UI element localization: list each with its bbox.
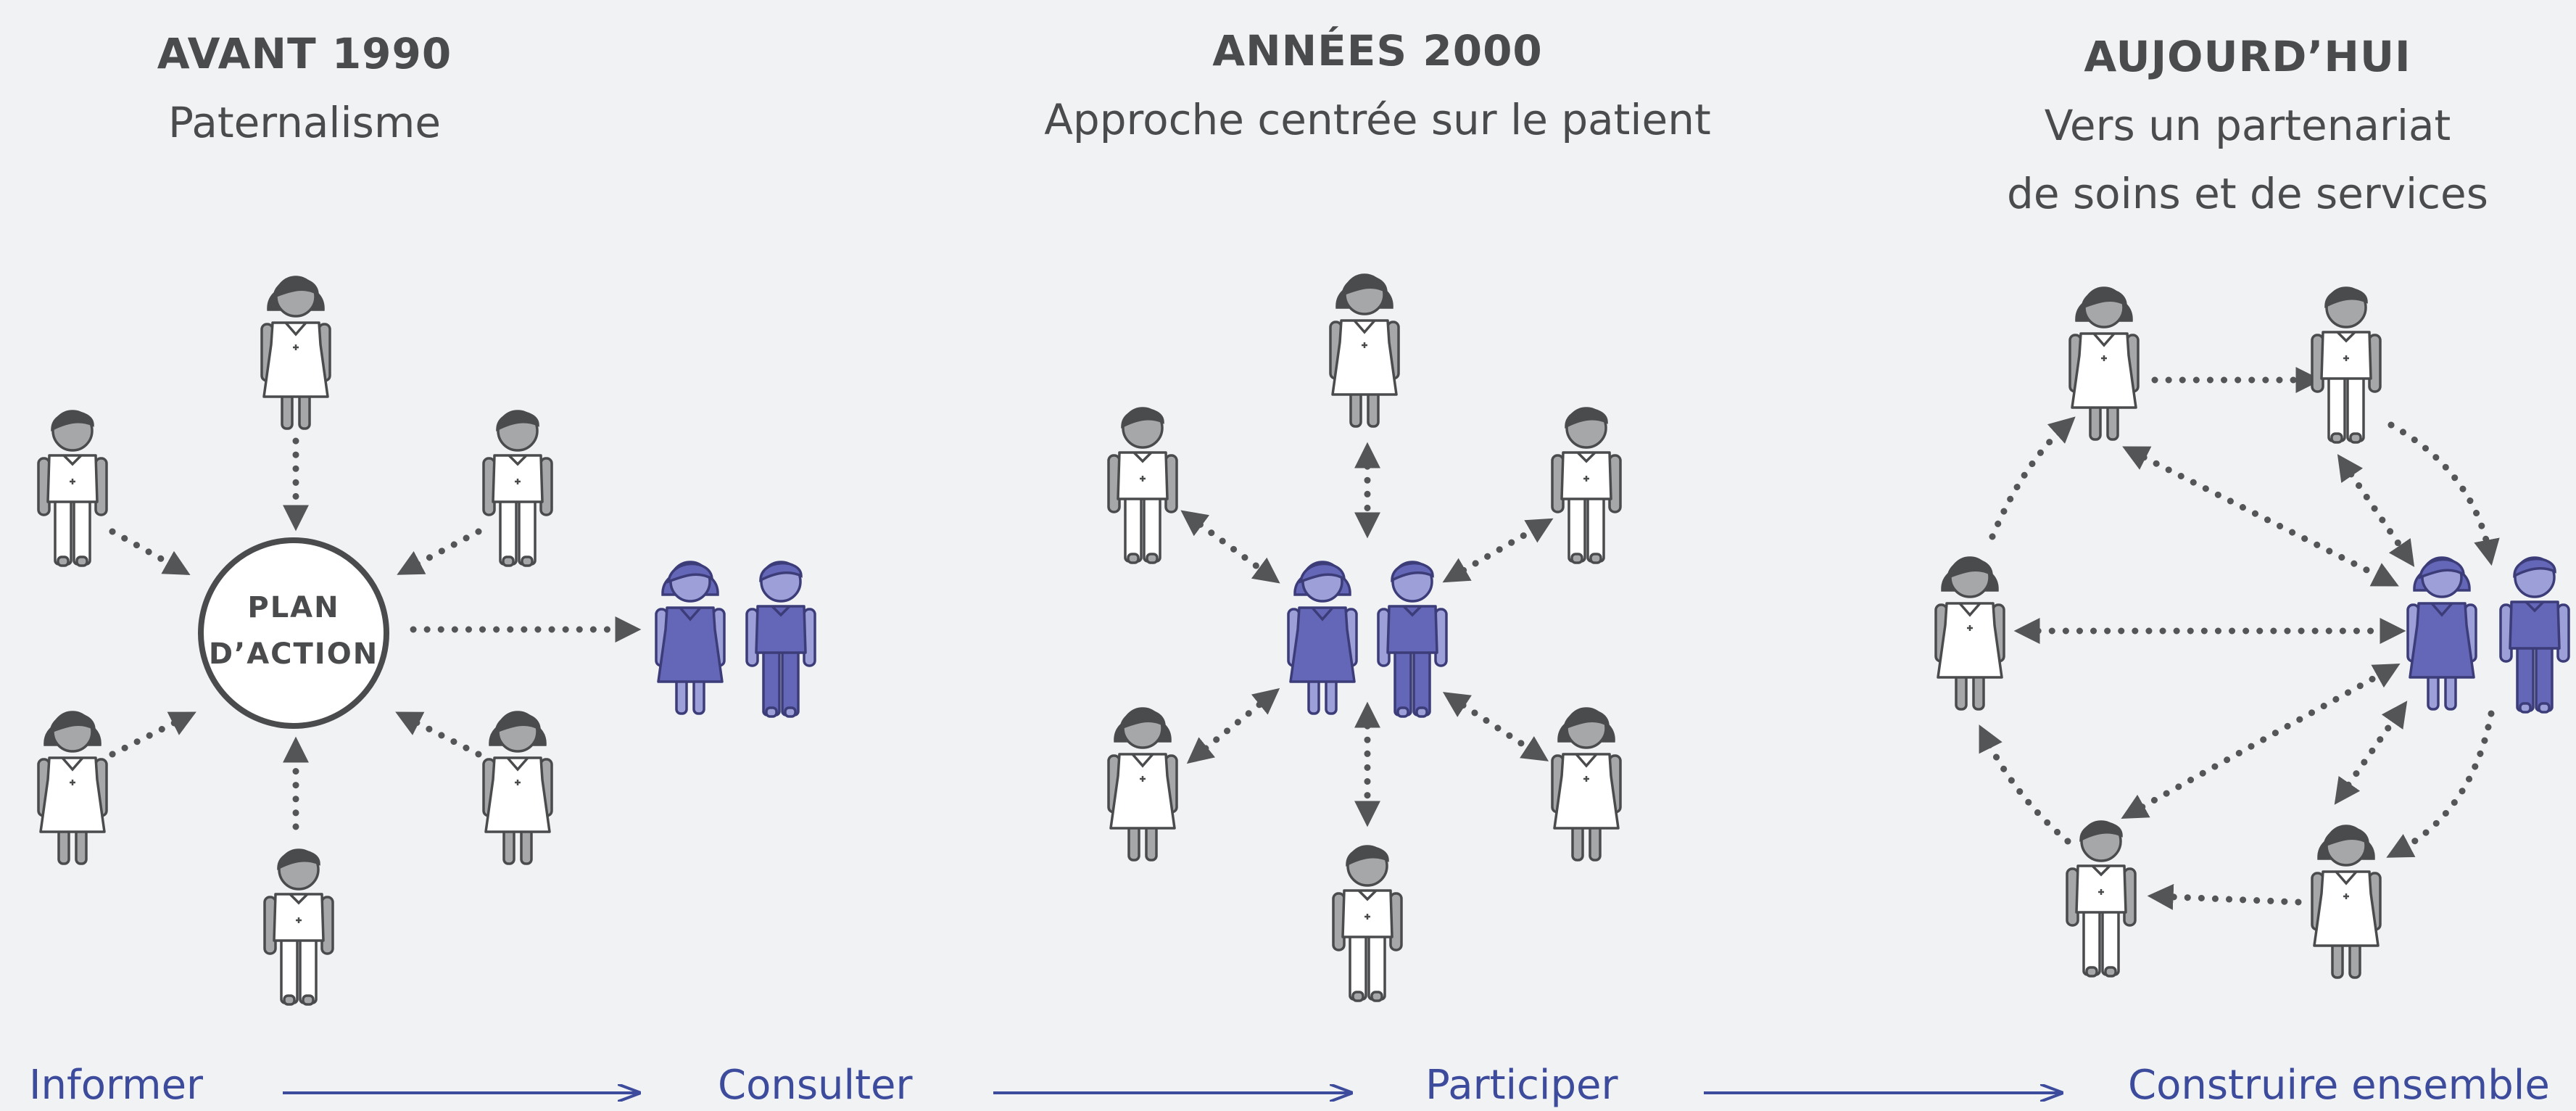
dotted-arrow: [395, 711, 482, 758]
period-heading-2000s: ANNÉES 2000 Approche centrée sur le pati…: [943, 16, 1813, 154]
stage-label-construire-ensemble: Construire ensemble: [2128, 1062, 2550, 1109]
people-figures: [37, 273, 2570, 1006]
dotted-arrow: [2386, 710, 2495, 858]
caregiver-female-icon: [2311, 825, 2382, 979]
caregiver-female-icon: [37, 711, 108, 865]
dotted-arrow: [2387, 421, 2500, 566]
dotted-arrows: [109, 367, 2500, 910]
era-title: ANNÉES 2000: [1212, 26, 1543, 75]
period-heading-today: AUJOURD’HUI Vers un partenariat de soins…: [1900, 22, 2576, 228]
dotted-arrow: [2337, 454, 2415, 567]
caregiver-male-icon: [263, 848, 334, 1006]
caregiver-female-icon: [260, 276, 331, 430]
plan-action-label-line2: D’ACTION: [209, 637, 378, 671]
caregiver-female-icon: [1934, 556, 2005, 711]
era-title: AVANT 1990: [157, 29, 452, 78]
era-title: AUJOURD’HUI: [2084, 32, 2411, 81]
stage-label-consulter: Consulter: [718, 1062, 913, 1109]
caregiver-male-icon: [1551, 407, 1622, 564]
dotted-arrow: [1979, 724, 2071, 845]
stage-label-participer: Participer: [1425, 1062, 1618, 1109]
dotted-arrow: [2121, 664, 2401, 819]
dotted-arrow: [1186, 687, 1280, 764]
patient-male-icon: [1377, 561, 1448, 718]
caregiver-male-icon: [1107, 407, 1178, 564]
dotted-arrow: [1180, 510, 1280, 584]
caregiver-male-icon: [482, 410, 553, 567]
caregiver-female-icon: [1107, 707, 1178, 862]
period-heading-before-1990: AVANT 1990 Paternalisme: [44, 19, 566, 157]
dotted-arrow: [1442, 692, 1549, 761]
dotted-arrow: [2147, 883, 2302, 910]
caregiver-female-icon: [1329, 273, 1400, 428]
era-subtitle-line2: de soins et de services: [2007, 169, 2488, 218]
era-subtitle: Approche centrée sur le patient: [1044, 95, 1711, 144]
era-subtitle-line1: Vers un partenariat: [2044, 101, 2451, 150]
plan-action-circle: PLAN D’ACTION: [198, 537, 389, 729]
stage-label-informer: Informer: [29, 1062, 204, 1109]
patient-male-icon: [2499, 556, 2570, 714]
patient-male-icon: [745, 561, 816, 718]
era-subtitle: Paternalisme: [167, 98, 442, 147]
dotted-arrow: [2122, 446, 2399, 587]
caregiver-female-icon: [482, 711, 553, 865]
dotted-arrow: [109, 711, 196, 758]
dotted-arrow: [1442, 518, 1554, 583]
caregiver-male-icon: [1332, 845, 1403, 1002]
dotted-arrow: [1989, 416, 2076, 540]
patient-female-icon: [655, 561, 726, 715]
patient-female-icon: [1287, 561, 1358, 715]
caregiver-female-icon: [1551, 707, 1622, 862]
caregiver-male-icon: [37, 410, 108, 567]
caregiver-male-icon: [2311, 286, 2382, 444]
plan-action-label-line1: PLAN: [247, 591, 339, 624]
dotted-arrow: [109, 528, 191, 576]
patient-female-icon: [2406, 556, 2477, 711]
dotted-arrow: [2334, 701, 2408, 805]
caregiver-female-icon: [2068, 286, 2140, 441]
dotted-arrow: [397, 528, 482, 575]
caregiver-male-icon: [2066, 820, 2137, 978]
